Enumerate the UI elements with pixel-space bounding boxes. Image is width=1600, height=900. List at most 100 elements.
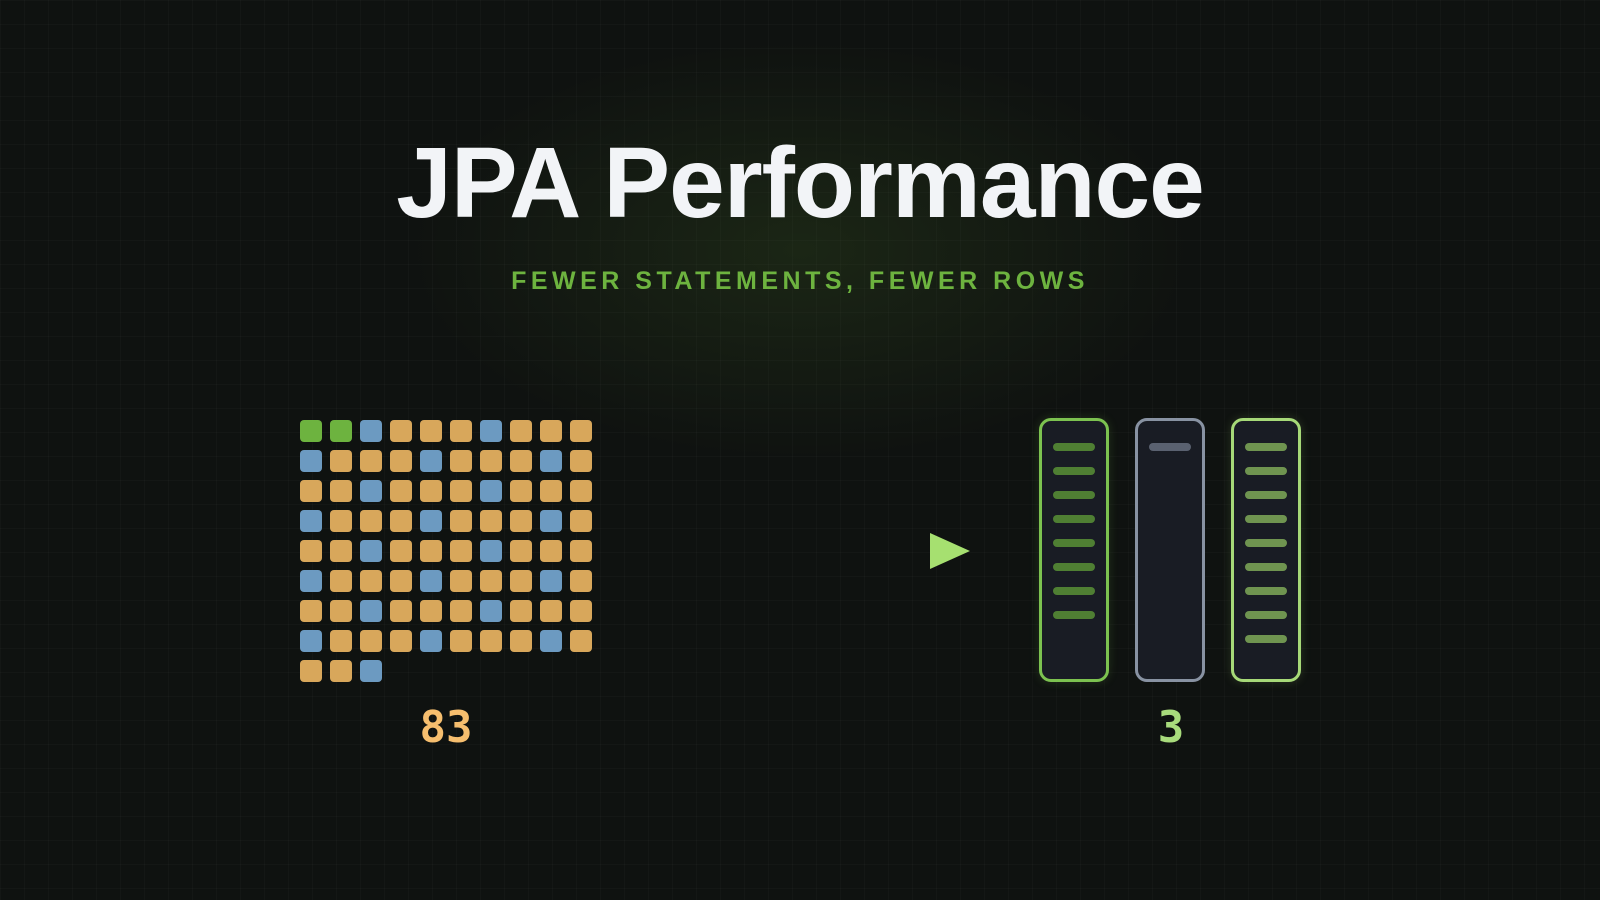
row-line (1053, 539, 1095, 547)
statement-cell (420, 570, 442, 592)
statement-cell (330, 600, 352, 622)
row-line (1053, 491, 1095, 499)
statement-cell (540, 540, 562, 562)
statement-cell (570, 570, 592, 592)
statement-cell (540, 450, 562, 472)
statement-cell (450, 570, 472, 592)
statement-cell (300, 420, 322, 442)
statement-cell (330, 630, 352, 652)
statement-grid (300, 420, 594, 682)
statement-cell (540, 480, 562, 502)
batch-statement-column (1135, 418, 1205, 682)
statement-cell (570, 480, 592, 502)
row-line (1245, 515, 1287, 523)
statement-cell (300, 630, 322, 652)
statement-cell (450, 420, 472, 442)
statement-cell (330, 570, 352, 592)
statement-cell (540, 570, 562, 592)
statement-cell (510, 480, 532, 502)
statement-cell (300, 600, 322, 622)
statement-cell (360, 450, 382, 472)
statement-cell (540, 630, 562, 652)
statement-cell (480, 450, 502, 472)
statement-cell (480, 540, 502, 562)
statement-cell (390, 600, 412, 622)
statement-cell (360, 570, 382, 592)
statement-cell (300, 510, 322, 532)
statement-cell (420, 540, 442, 562)
statement-cell (330, 450, 352, 472)
row-line (1245, 491, 1287, 499)
row-line (1053, 443, 1095, 451)
statement-cell (510, 570, 532, 592)
batch-statement-column (1231, 418, 1301, 682)
statement-cell (420, 480, 442, 502)
page-subtitle: FEWER STATEMENTS, FEWER ROWS (511, 267, 1089, 295)
statement-cell (570, 600, 592, 622)
statement-cell (300, 540, 322, 562)
arrow-right-icon (649, 533, 970, 569)
statement-cell (510, 630, 532, 652)
row-line (1053, 563, 1095, 571)
statement-cell (360, 660, 382, 682)
row-line (1245, 467, 1287, 475)
statement-cell (420, 510, 442, 532)
row-line (1245, 443, 1287, 451)
statement-cell (570, 540, 592, 562)
row-line (1245, 563, 1287, 571)
row-line (1053, 611, 1095, 619)
statement-cell (300, 450, 322, 472)
statement-cell (420, 420, 442, 442)
statement-cell (330, 420, 352, 442)
row-line (1245, 539, 1287, 547)
statement-cell (390, 450, 412, 472)
statement-cell (300, 480, 322, 502)
row-line (1245, 635, 1287, 643)
statement-cell (390, 480, 412, 502)
statement-cell (570, 510, 592, 532)
statement-cell (390, 420, 412, 442)
statement-cell (480, 480, 502, 502)
statement-cell (360, 600, 382, 622)
statement-count-after: 3 (1157, 702, 1185, 753)
statement-cell (360, 630, 382, 652)
statement-cell (480, 510, 502, 532)
statement-cell (420, 600, 442, 622)
statement-cell (540, 600, 562, 622)
statement-cell (330, 660, 352, 682)
statement-cell (300, 660, 322, 682)
row-line (1053, 587, 1095, 595)
statement-cell (450, 630, 472, 652)
statement-cell (450, 510, 472, 532)
statement-cell (480, 600, 502, 622)
statement-cell (390, 570, 412, 592)
arrow-head (930, 533, 970, 569)
statement-cell (450, 540, 472, 562)
statement-cell (510, 450, 532, 472)
row-line (1245, 611, 1287, 619)
statement-cell (450, 450, 472, 472)
statement-cell (420, 630, 442, 652)
statement-cell (330, 540, 352, 562)
statement-count-before: 83 (419, 702, 473, 753)
statement-cell (480, 420, 502, 442)
statement-cell (480, 570, 502, 592)
statement-cell (510, 600, 532, 622)
statement-cell (570, 420, 592, 442)
statement-cell (540, 510, 562, 532)
statement-cell (540, 420, 562, 442)
statement-cell (330, 510, 352, 532)
statement-cell (300, 570, 322, 592)
statement-cell (480, 630, 502, 652)
statement-cell (330, 480, 352, 502)
statement-cell (390, 630, 412, 652)
row-line (1149, 443, 1191, 451)
row-line (1053, 515, 1095, 523)
statement-cell (510, 510, 532, 532)
row-line (1245, 587, 1287, 595)
statement-cell (570, 630, 592, 652)
batch-statement-column (1039, 418, 1109, 682)
statement-cell (360, 480, 382, 502)
statement-cell (420, 450, 442, 472)
